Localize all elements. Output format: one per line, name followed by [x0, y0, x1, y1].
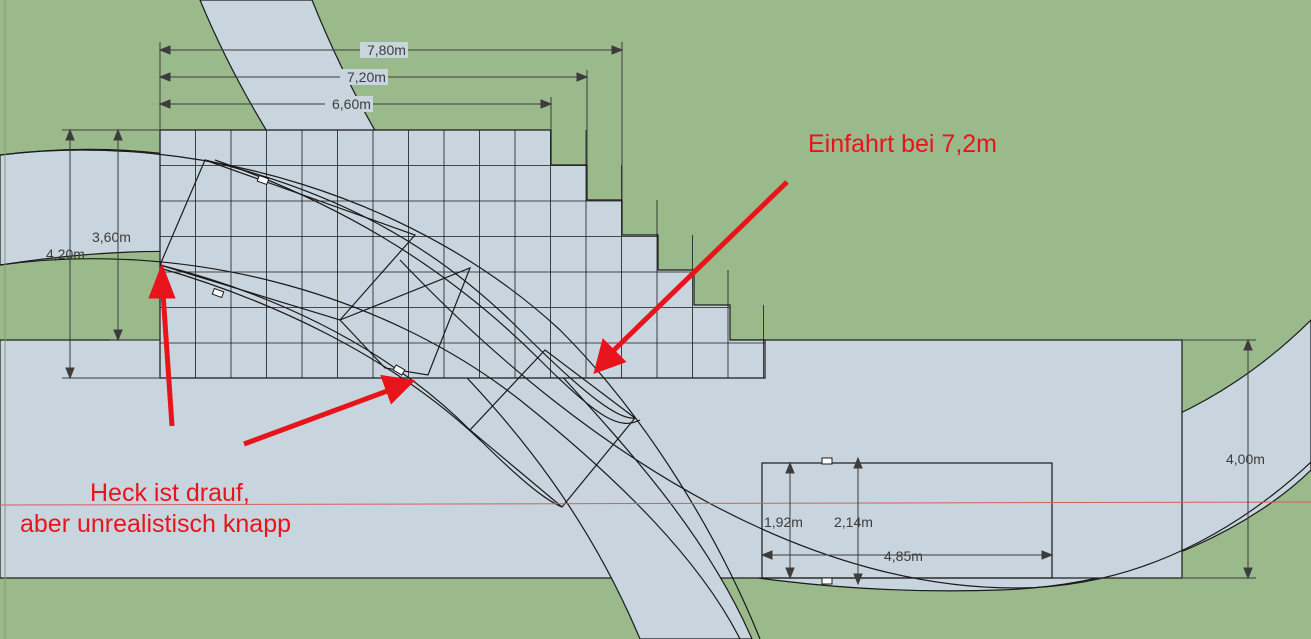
dim-car-width: 1,92m [764, 514, 803, 530]
car-end [469, 349, 636, 508]
arrow-rear [243, 387, 391, 447]
platform-grid [160, 130, 765, 378]
dim-road-width: 4,00m [1226, 451, 1265, 467]
annotation-entry: Einfahrt bei 7,2m [808, 130, 997, 158]
dim-car-width-mirrors: 2,14m [834, 514, 873, 530]
big-arc [399, 259, 1311, 589]
turn-curve-outer [0, 149, 761, 639]
arrow-entry [610, 180, 789, 354]
dim-height-outer: 4,20m [46, 246, 85, 262]
car-path-d [159, 267, 481, 441]
turn-curve-inner [0, 258, 741, 639]
annotation-rear-line2: aber unrealistisch knapp [20, 510, 291, 538]
dim-width-inner: 6,60m [332, 96, 371, 112]
car-outlines [159, 159, 1053, 579]
dim-width-mid: 7,20m [347, 69, 386, 85]
axis-line [0, 501, 1311, 506]
mirror-marks [211, 174, 833, 585]
car-mid [338, 266, 472, 376]
arrow-left [160, 292, 175, 427]
dim-height-inner: 3,60m [92, 229, 131, 245]
dim-width-outer: 7,80m [367, 42, 406, 58]
parked-car [761, 462, 1053, 579]
car-path-a [204, 159, 636, 419]
dim-car-length: 4,85m [884, 548, 923, 564]
stepped-platform [159, 129, 766, 379]
annotation-rear-line1: Heck ist drauf, [90, 479, 250, 507]
annotation-arrows [148, 180, 789, 447]
dimension-labels: 7,80m 7,20m 6,60m 4,20m 3,60m 1,92m 2,14… [46, 42, 1265, 564]
